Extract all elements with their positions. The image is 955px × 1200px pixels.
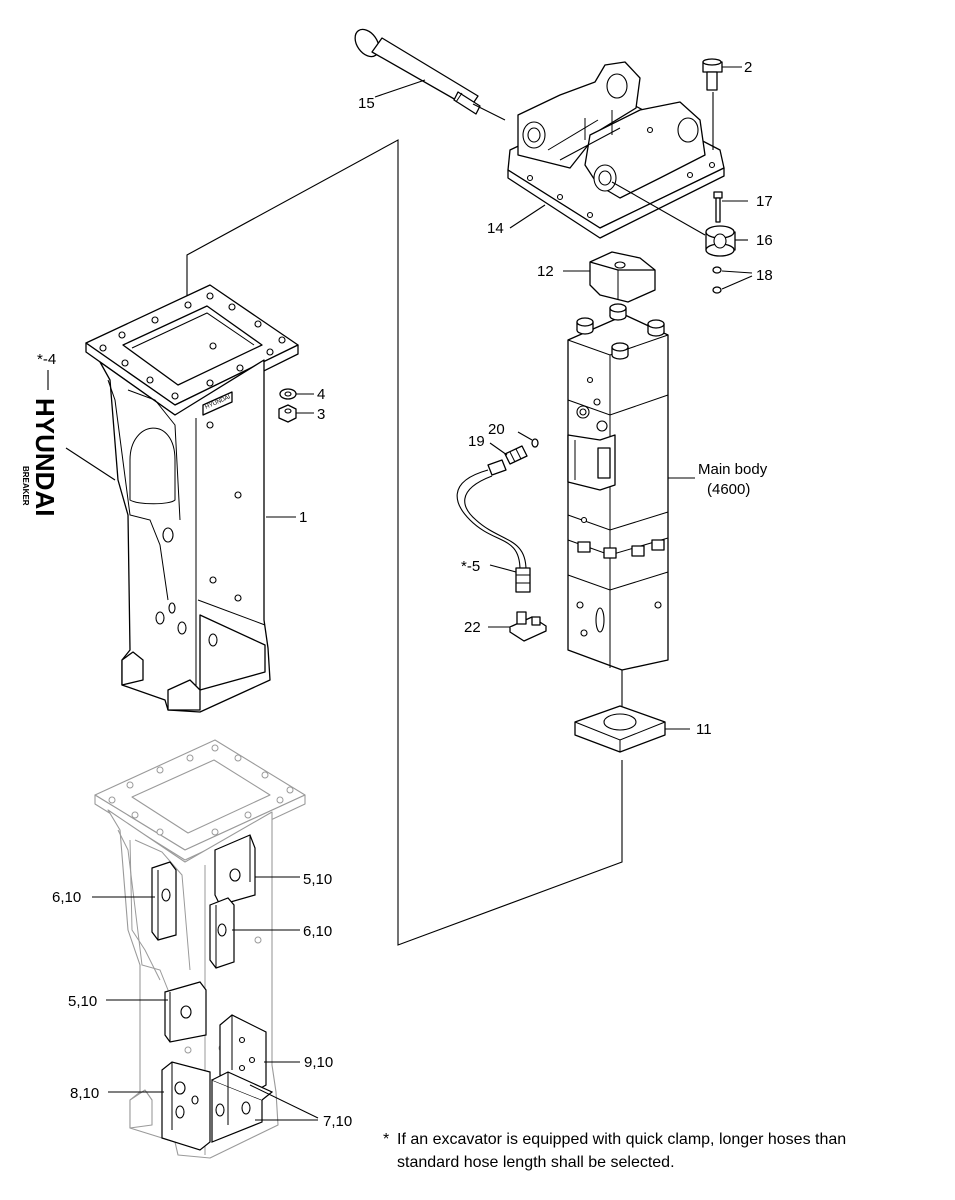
decal-subtext: BREAKER (21, 466, 30, 506)
collar-part-16 (611, 181, 748, 257)
wear-plate-part-7 (211, 1071, 319, 1143)
label-9-10: 9,10 (304, 1054, 333, 1071)
label-1: 1 (299, 509, 307, 526)
bolt-part-17 (713, 191, 748, 223)
label-5-star: *-5 (461, 558, 480, 575)
label-5-10-a: 5,10 (303, 871, 332, 888)
wear-plate-part-5b (106, 981, 207, 1043)
callout-labels: 15 2 14 17 16 18 12 *-4 4 3 20 19 Main b… (37, 59, 773, 1130)
label-6-10-a: 6,10 (52, 889, 81, 906)
decal-text: HYUNDAI (30, 398, 60, 516)
label-6-10-b: 6,10 (303, 923, 332, 940)
label-17: 17 (756, 193, 773, 210)
label-8-10: 8,10 (70, 1085, 99, 1102)
nut-part-3 (278, 404, 314, 423)
label-3: 3 (317, 406, 325, 423)
bracket-part-14 (507, 61, 725, 239)
label-7-10: 7,10 (323, 1113, 352, 1130)
wear-plate-part-6b (209, 897, 300, 969)
hose-part-5 (456, 459, 531, 593)
footnote-text-2: standard hose length shall be selected. (397, 1154, 675, 1171)
washer-part-4 (279, 388, 314, 400)
label-15: 15 (358, 95, 375, 112)
oring-part-20 (517, 431, 539, 448)
label-14: 14 (487, 220, 504, 237)
nut-part-18 (712, 266, 753, 294)
main-body (567, 303, 695, 671)
label-22: 22 (464, 619, 481, 636)
wear-plate-part-9 (219, 1014, 300, 1093)
decal-part-4: HYUNDAI BREAKER (21, 370, 116, 516)
footnote-asterisk: * (383, 1131, 390, 1148)
adapter-part-22 (488, 611, 547, 642)
footnote-line-1: * If an excavator is equipped with quick … (383, 1128, 948, 1151)
label-11: 11 (696, 721, 712, 738)
box-part-1: HYUNDAI (85, 284, 299, 713)
label-12: 12 (537, 263, 554, 280)
label-19: 19 (468, 433, 485, 450)
wear-plate-part-8 (108, 1061, 211, 1151)
pin-part-15 (354, 28, 506, 121)
plate-part-11 (574, 705, 690, 753)
wear-plate-part-5a (214, 834, 300, 906)
label-16: 16 (756, 232, 773, 249)
cushion-part-12 (563, 251, 656, 303)
label-4-star: *-4 (37, 351, 56, 368)
wear-plate-part-6a (92, 861, 177, 941)
label-4: 4 (317, 386, 325, 403)
label-2: 2 (744, 59, 752, 76)
label-main-body-model: (4600) (707, 481, 750, 498)
bolt-part-2 (702, 58, 742, 150)
fitting-part-19 (489, 442, 528, 465)
label-20: 20 (488, 421, 505, 438)
label-main-body: Main body (698, 461, 768, 478)
footnote-text-1: If an excavator is equipped with quick c… (397, 1131, 847, 1148)
footnote-line-2: standard hose length shall be selected. (383, 1151, 948, 1174)
label-5-10-b: 5,10 (68, 993, 97, 1010)
assembly-guide-line (186, 139, 623, 946)
label-18: 18 (756, 267, 773, 284)
footnote: * If an excavator is equipped with quick … (383, 1128, 948, 1174)
